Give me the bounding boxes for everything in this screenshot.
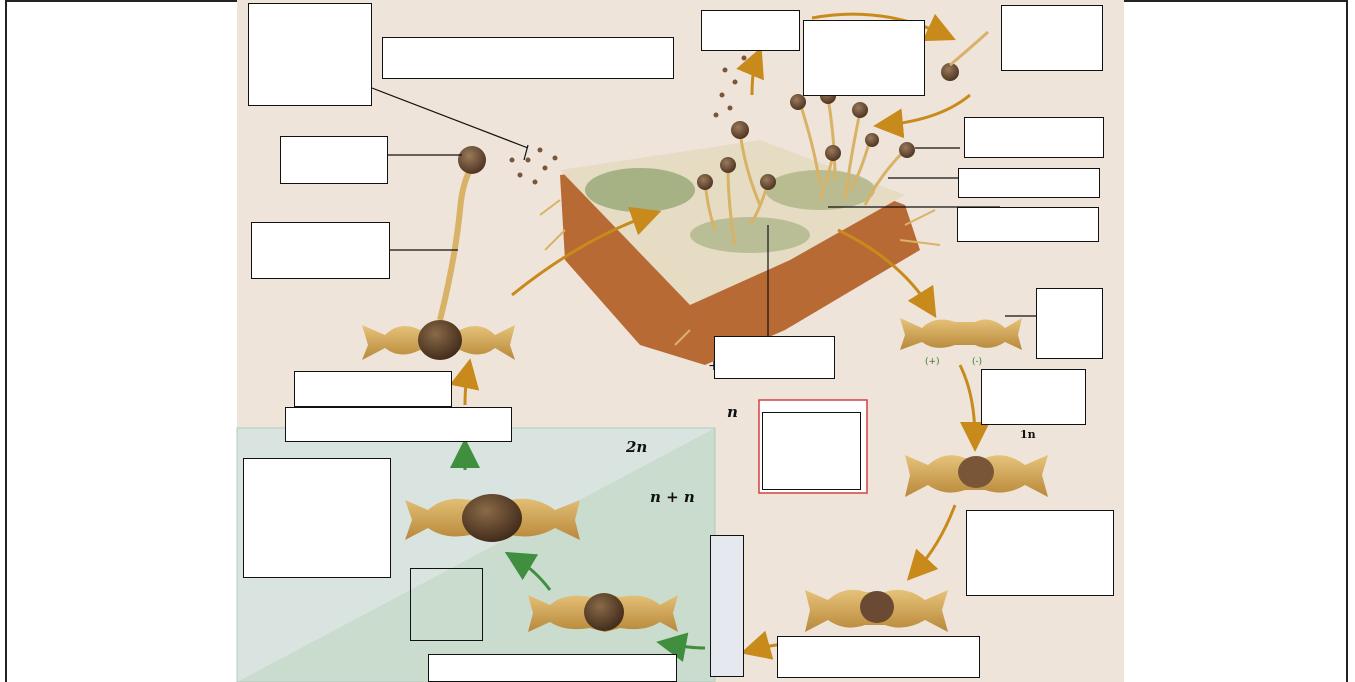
blank-label-box: [710, 535, 744, 677]
one-n-label: 1n: [1020, 428, 1036, 441]
blank-label-box: [701, 10, 800, 51]
blank-label-box: [957, 207, 1099, 242]
blank-label-box: [428, 654, 677, 682]
diploid-label: 2n: [626, 438, 647, 456]
blank-label-box: [762, 412, 861, 490]
blank-label-box: [966, 510, 1114, 596]
dikaryotic-label: n + n: [650, 488, 695, 506]
blank-label-box: [964, 117, 1104, 158]
blank-label-box: [248, 3, 372, 106]
blank-label-box: [958, 168, 1100, 198]
blank-label-box: [251, 222, 390, 279]
blank-label-box: [981, 369, 1086, 425]
blank-label-box: [243, 458, 391, 578]
blank-label-box: [285, 407, 512, 442]
blank-label-box: [1036, 288, 1103, 359]
blank-label-box: [382, 37, 674, 79]
blank-label-box: [777, 636, 980, 678]
blank-label-box: [1001, 5, 1103, 71]
blank-label-box: [410, 568, 483, 641]
minus-mating-type-label: (-): [972, 357, 982, 367]
haploid-label: n: [727, 403, 738, 421]
blank-label-box: [714, 336, 835, 379]
blank-label-box: [280, 136, 388, 184]
plus-mating-type-label: (+): [925, 357, 940, 367]
blank-label-box: [294, 371, 452, 407]
blank-label-box: [803, 20, 925, 96]
